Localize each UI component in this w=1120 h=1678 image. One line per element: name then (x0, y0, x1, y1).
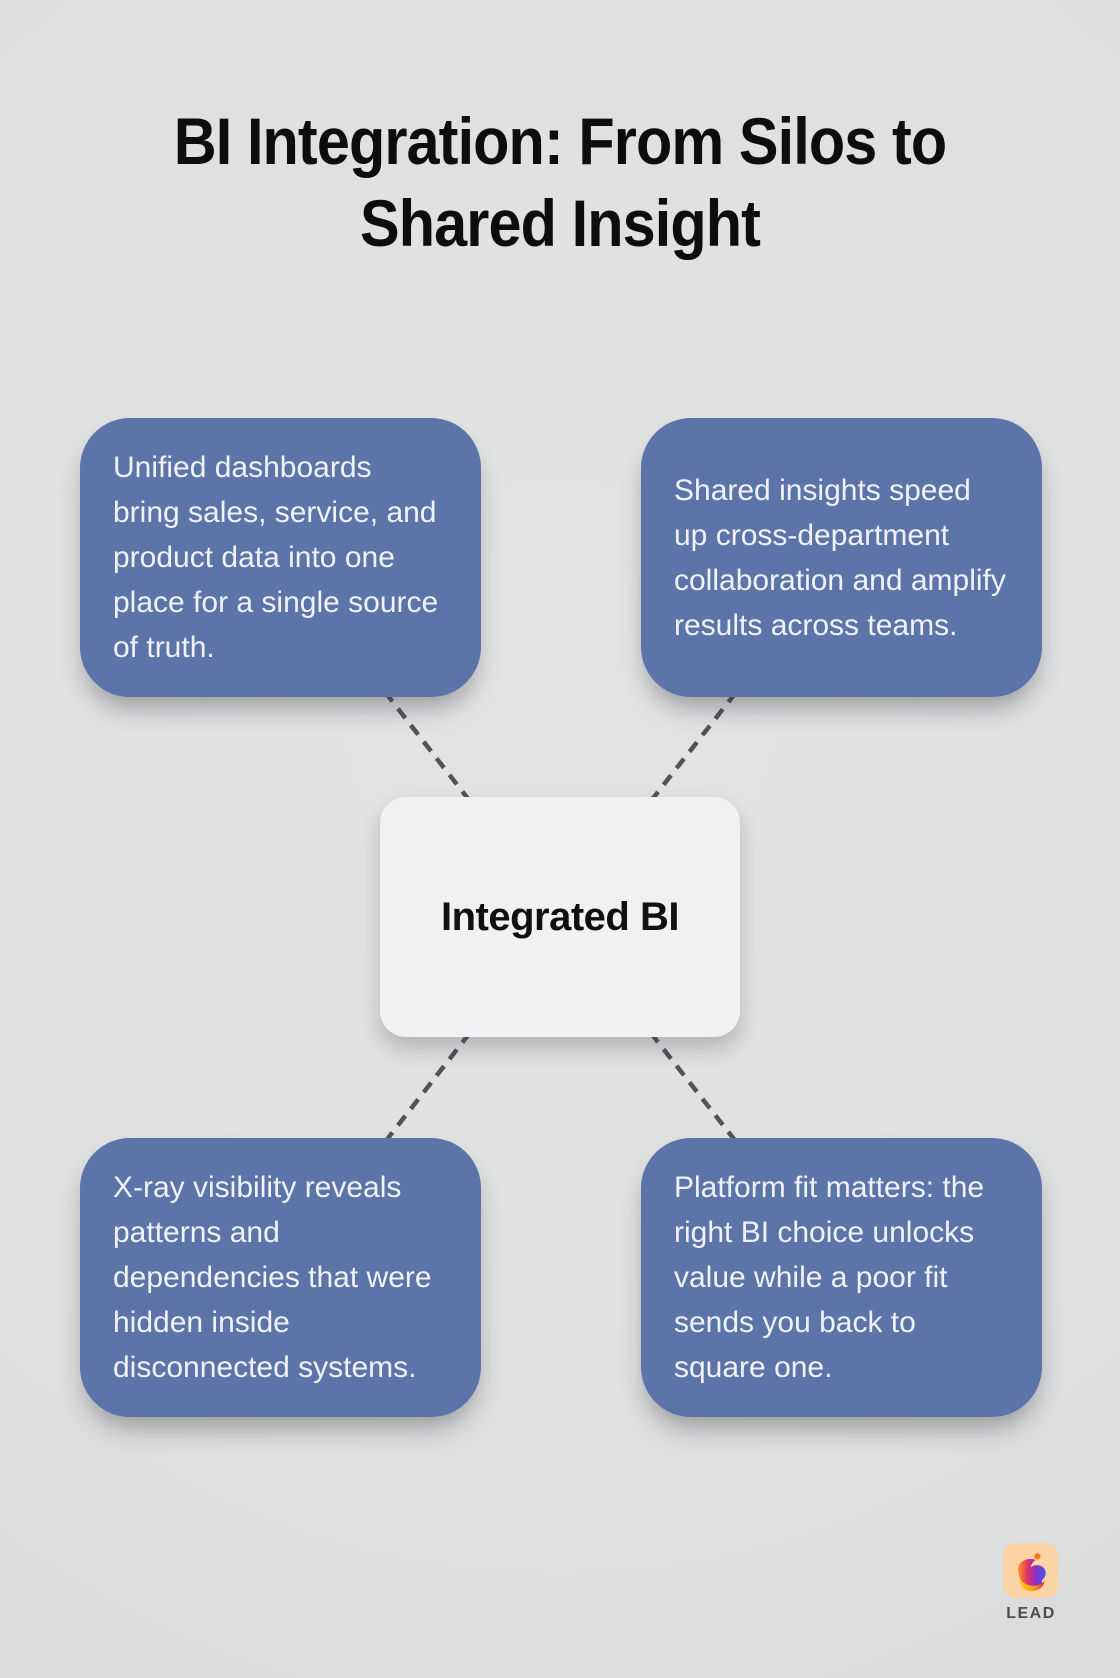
logo-dot (1033, 1552, 1041, 1559)
card-text: Unified dashboards bring sales, service,… (113, 451, 439, 664)
card-text: Platform fit matters: the right BI choic… (674, 1171, 985, 1384)
center-node-integrated-bi: Integrated BI (380, 797, 740, 1037)
card-unified-dashboards: Unified dashboards bring sales, service,… (80, 418, 481, 697)
card-text: X-ray visibility reveals patterns and de… (113, 1171, 432, 1384)
logo-tail (1019, 1578, 1045, 1591)
card-platform-fit: Platform fit matters: the right BI choic… (641, 1138, 1042, 1417)
brand-name: LEAD (1006, 1605, 1056, 1622)
card-shared-insights: Shared insights speed up cross-departmen… (641, 418, 1042, 697)
lead-logo-icon (1017, 1552, 1046, 1591)
card-xray-visibility: X-ray visibility reveals patterns and de… (80, 1138, 481, 1417)
lead-logo-tile (1003, 1543, 1058, 1598)
brand-block: LEAD (1003, 1543, 1059, 1623)
logo-ribbon (1017, 1558, 1046, 1589)
page-title: BI Integration: From Silos to Shared Ins… (173, 104, 947, 260)
center-node-label: Integrated BI (441, 894, 679, 939)
card-text: Shared insights speed up cross-departmen… (674, 473, 1006, 642)
